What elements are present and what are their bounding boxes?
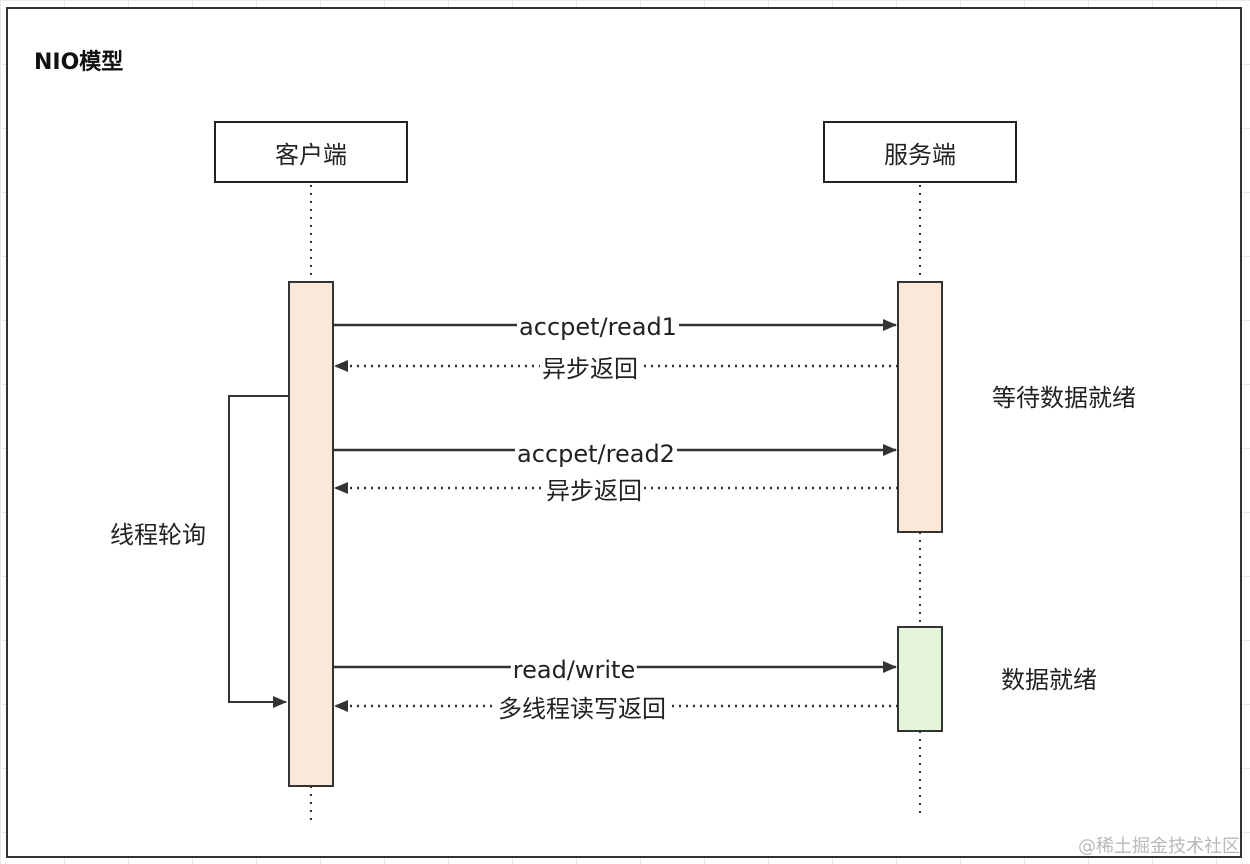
message-label-read-write: read/write [510,656,638,684]
server-actor-box: 服务端 [823,121,1017,183]
waiting-data-ready-label: 等待数据就绪 [992,384,1136,412]
client-actor-label: 客户端 [275,140,347,169]
server-actor-label: 服务端 [884,140,956,169]
message-label-multithread-return: 多线程读写返回 [496,695,668,723]
message-label-accpet-read1: accpet/read1 [517,313,679,341]
message-label-async-return-2: 异步返回 [544,477,644,505]
message-label-accpet-read2: accpet/read2 [515,440,677,468]
polling-loop-bracket [228,395,289,708]
message-label-async-return-1: 异步返回 [540,355,640,383]
server-waiting-activation-bar [897,281,943,533]
server-ready-activation-bar [897,626,943,732]
client-actor-box: 客户端 [214,121,408,183]
diagram-title: NIO模型 [34,50,124,75]
data-ready-label: 数据就绪 [1001,666,1097,694]
watermark-text: @稀土掘金技术社区 [1078,836,1240,857]
client-activation-bar [288,281,334,787]
polling-loop-label: 线程轮询 [110,521,206,549]
